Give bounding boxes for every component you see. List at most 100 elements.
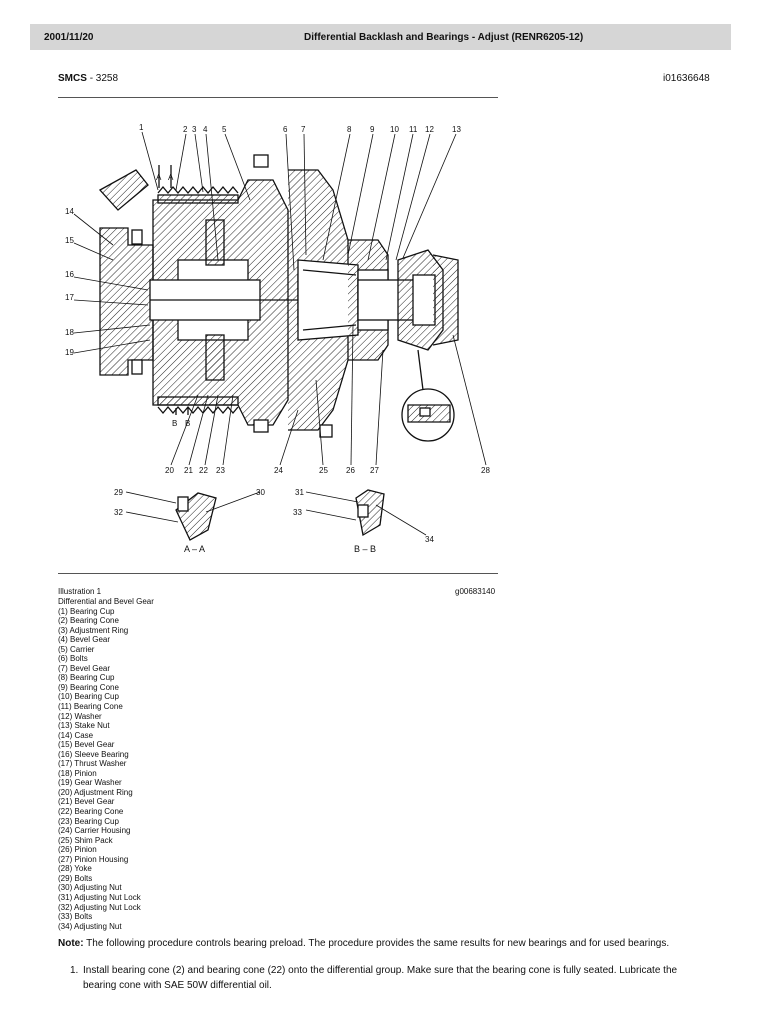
section-label-a-a: A – A bbox=[184, 544, 205, 554]
differential-diagram: 1 2 3 4 5 6 7 8 9 10 11 12 13 14 15 16 1… bbox=[58, 110, 498, 565]
header-title: Differential Backlash and Bearings - Adj… bbox=[304, 32, 584, 43]
part-item: (29) Bolts bbox=[58, 873, 93, 883]
part-item: (26) Pinion bbox=[58, 845, 97, 855]
differential-drawing: 1 2 3 4 5 6 7 8 9 10 11 12 13 14 15 16 1… bbox=[65, 123, 490, 554]
part-item: (31) Adjusting Nut Lock bbox=[58, 892, 141, 902]
callout-16: 16 bbox=[65, 270, 74, 279]
illustration-label: Illustration 1 bbox=[58, 587, 102, 596]
callout-31: 31 bbox=[295, 488, 304, 497]
part-item: (13) Stake Nut bbox=[58, 721, 110, 731]
part-item: (24) Carrier Housing bbox=[58, 826, 131, 836]
bevel-gear-bottom bbox=[205, 334, 225, 381]
callout-22: 22 bbox=[199, 466, 208, 475]
procedure-step: 1. Install bearing cone (2) and bearing … bbox=[70, 963, 700, 993]
callout-30: 30 bbox=[256, 488, 265, 497]
section-marker-a-right: A bbox=[168, 173, 174, 182]
callout-33: 33 bbox=[293, 508, 302, 517]
callout-5: 5 bbox=[222, 125, 227, 134]
part-item: (28) Yoke bbox=[58, 864, 92, 874]
document-id: i01636648 bbox=[663, 73, 710, 84]
callout-34: 34 bbox=[425, 535, 434, 544]
callout-15: 15 bbox=[65, 236, 74, 245]
part-item: (32) Adjusting Nut Lock bbox=[58, 902, 141, 912]
callout-labels: 1 2 3 4 5 6 7 8 9 10 11 12 13 14 15 16 1… bbox=[65, 123, 490, 554]
header-date: 2001/11/20 bbox=[44, 32, 94, 43]
callout-19: 19 bbox=[65, 348, 74, 357]
callout-3: 3 bbox=[192, 125, 197, 134]
illustration-id: g00683140 bbox=[455, 587, 496, 596]
part-item: (34) Adjusting Nut bbox=[58, 921, 122, 931]
part-item: (30) Adjusting Nut bbox=[58, 883, 122, 893]
callout-24: 24 bbox=[274, 466, 283, 475]
section-marker-a-left: A bbox=[156, 173, 162, 182]
section-b-b-part bbox=[355, 489, 385, 537]
part-item: (10) Bearing Cup bbox=[58, 692, 119, 702]
illustration-caption: Differential and Bevel Gear bbox=[58, 597, 154, 606]
callout-27: 27 bbox=[370, 466, 379, 475]
part-item: (21) Bevel Gear bbox=[58, 797, 115, 807]
callout-26: 26 bbox=[346, 466, 355, 475]
part-item: (19) Gear Washer bbox=[58, 778, 122, 788]
callout-4: 4 bbox=[203, 125, 208, 134]
callout-32: 32 bbox=[114, 508, 123, 517]
divider-top bbox=[58, 97, 498, 98]
part-item: (23) Bearing Cup bbox=[58, 816, 119, 826]
part-item: (22) Bearing Cone bbox=[58, 807, 124, 817]
part-item: (16) Sleeve Bearing bbox=[58, 749, 129, 759]
callout-8: 8 bbox=[347, 125, 352, 134]
bevel-gear-top bbox=[205, 219, 225, 266]
part-item: (27) Pinion Housing bbox=[58, 854, 129, 864]
callout-14: 14 bbox=[65, 207, 74, 216]
smcs-code: SMCS - 3258 bbox=[58, 73, 118, 84]
part-item: (6) Bolts bbox=[58, 654, 88, 664]
callout-28: 28 bbox=[481, 466, 490, 475]
callout-13: 13 bbox=[452, 125, 461, 134]
callout-12: 12 bbox=[425, 125, 434, 134]
callout-17: 17 bbox=[65, 293, 74, 302]
part-item: (8) Bearing Cup bbox=[58, 673, 115, 683]
part-item: (14) Case bbox=[58, 730, 94, 740]
part-item: (20) Adjustment Ring bbox=[58, 787, 133, 797]
section-marker-b-left: B bbox=[172, 419, 177, 428]
part-item: (1) Bearing Cup bbox=[58, 606, 115, 616]
smcs-label: SMCS bbox=[58, 73, 87, 84]
callout-29: 29 bbox=[114, 488, 123, 497]
part-item: (18) Pinion bbox=[58, 768, 97, 778]
callout-18: 18 bbox=[65, 328, 74, 337]
smcs-value: - 3258 bbox=[89, 73, 119, 84]
part-item: (17) Thrust Washer bbox=[58, 759, 127, 769]
part-item: (15) Bevel Gear bbox=[58, 740, 115, 750]
part-item: (4) Bevel Gear bbox=[58, 635, 111, 645]
note-label: Note: bbox=[58, 938, 84, 949]
part-item: (25) Shim Pack bbox=[58, 835, 113, 845]
callout-7: 7 bbox=[301, 125, 306, 134]
divider-figure bbox=[58, 573, 498, 574]
callout-10: 10 bbox=[390, 125, 399, 134]
parts-list: Differential and Bevel Gear (1) Bearing … bbox=[58, 597, 154, 931]
adjusting-nut-lock bbox=[98, 169, 149, 211]
part-item: (9) Bearing Cone bbox=[58, 682, 119, 692]
callout-2: 2 bbox=[183, 125, 188, 134]
note-text: The following procedure controls bearing… bbox=[86, 938, 670, 949]
part-item: (33) Bolts bbox=[58, 912, 93, 922]
callout-11: 11 bbox=[409, 125, 418, 134]
section-label-b-b: B – B bbox=[354, 544, 376, 554]
callout-20: 20 bbox=[165, 466, 174, 475]
part-item: (12) Washer bbox=[58, 711, 102, 721]
callout-6: 6 bbox=[283, 125, 288, 134]
step-number: 1. bbox=[70, 965, 79, 976]
note-paragraph: Note: The following procedure controls b… bbox=[58, 938, 758, 949]
case-left-flange bbox=[99, 227, 154, 376]
document-header-bar: 2001/11/20 Differential Backlash and Bea… bbox=[30, 24, 731, 50]
callout-25: 25 bbox=[319, 466, 328, 475]
part-item: (11) Bearing Cone bbox=[58, 702, 123, 712]
callout-21: 21 bbox=[184, 466, 193, 475]
callout-1: 1 bbox=[139, 123, 144, 132]
part-item: (2) Bearing Cone bbox=[58, 616, 119, 626]
part-item: (3) Adjustment Ring bbox=[58, 625, 129, 635]
step-text: Install bearing cone (2) and bearing con… bbox=[83, 965, 678, 991]
section-marker-b-right: B bbox=[185, 419, 190, 428]
callout-9: 9 bbox=[370, 125, 375, 134]
part-item: (5) Carrier bbox=[58, 644, 95, 654]
callout-23: 23 bbox=[216, 466, 225, 475]
